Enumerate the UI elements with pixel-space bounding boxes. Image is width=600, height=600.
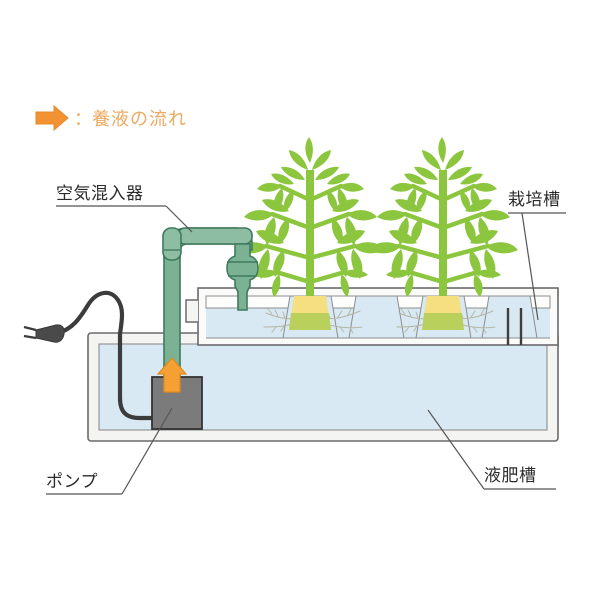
pot-left	[289, 296, 331, 330]
label-aerator-text: 空気混入器	[56, 184, 144, 204]
power-cord	[54, 290, 161, 421]
plant-left	[236, 137, 385, 297]
label-grow-tank: 栽培槽	[508, 190, 566, 321]
aerator-horizontal-pipe	[177, 227, 253, 245]
planting-hole-middle	[348, 295, 405, 339]
planting-hole-far-right	[481, 295, 538, 339]
label-aerator: 空気混入器	[56, 184, 193, 233]
legend-label: 養液の流れ	[92, 109, 187, 130]
aerator-elbow-joint	[162, 227, 182, 261]
label-pump-text: ポンプ	[46, 472, 98, 492]
overflow-drain-slot	[506, 308, 523, 345]
label-pump: ポンプ	[46, 407, 173, 495]
pot-right	[422, 296, 464, 330]
grow-trough	[185, 287, 559, 346]
trough-left-return-duct	[185, 299, 198, 323]
power-plug	[23, 324, 65, 343]
label-nutrient-tank-text: 液肥槽	[484, 466, 537, 486]
right-arrow-icon	[35, 104, 69, 132]
pump-unit	[151, 357, 203, 430]
plant-right	[369, 137, 518, 297]
legend-separator: ：	[74, 109, 93, 130]
label-nutrient-tank: 液肥槽	[427, 409, 556, 490]
venturi-aerator	[162, 227, 259, 386]
legend: ： 養液の流れ	[35, 104, 187, 132]
label-grow-tank-text: 栽培槽	[508, 190, 561, 210]
flow-arrow-up-icon	[156, 357, 188, 393]
leaf-cluster-right	[369, 137, 518, 297]
